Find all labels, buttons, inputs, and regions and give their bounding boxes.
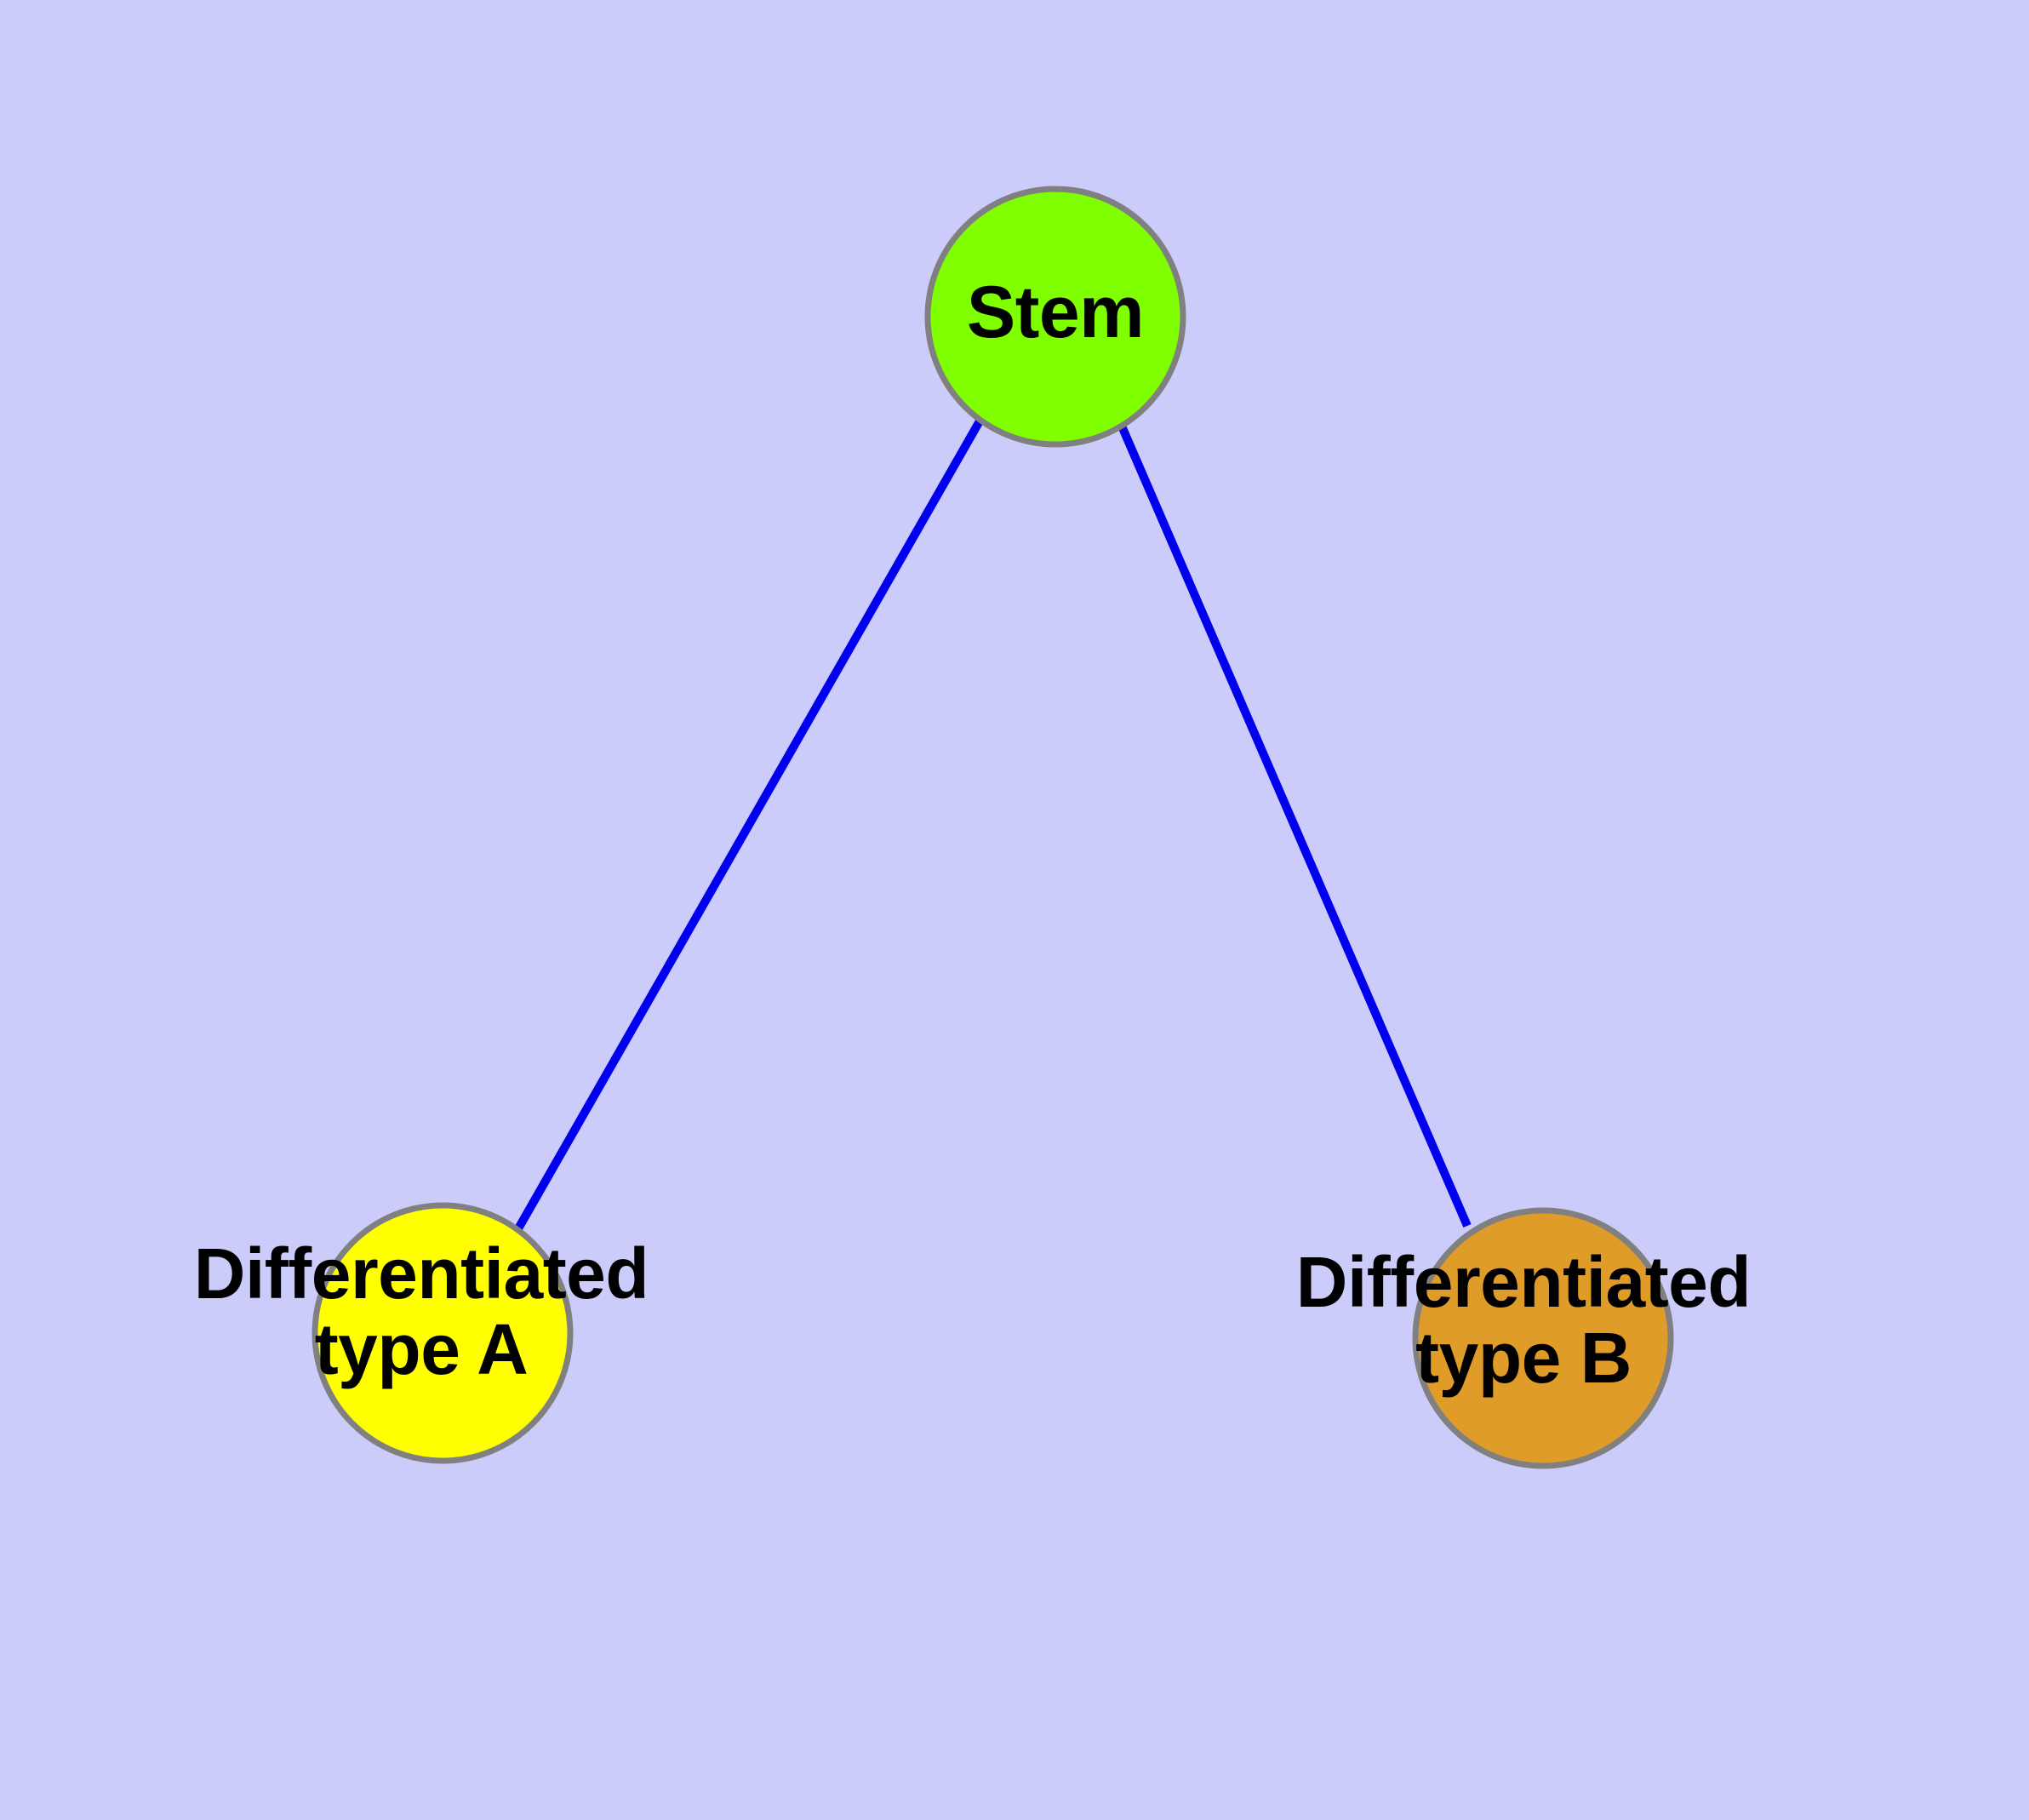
edge-stem-to-differentiated-b: [1113, 415, 1472, 1228]
edge-stem-to-differentiated-a: [513, 417, 985, 1233]
node-circle-stem[interactable]: [924, 186, 1186, 448]
node-circle-differentiated-a[interactable]: [311, 1202, 574, 1464]
node-circle-differentiated-b[interactable]: [1412, 1207, 1674, 1469]
